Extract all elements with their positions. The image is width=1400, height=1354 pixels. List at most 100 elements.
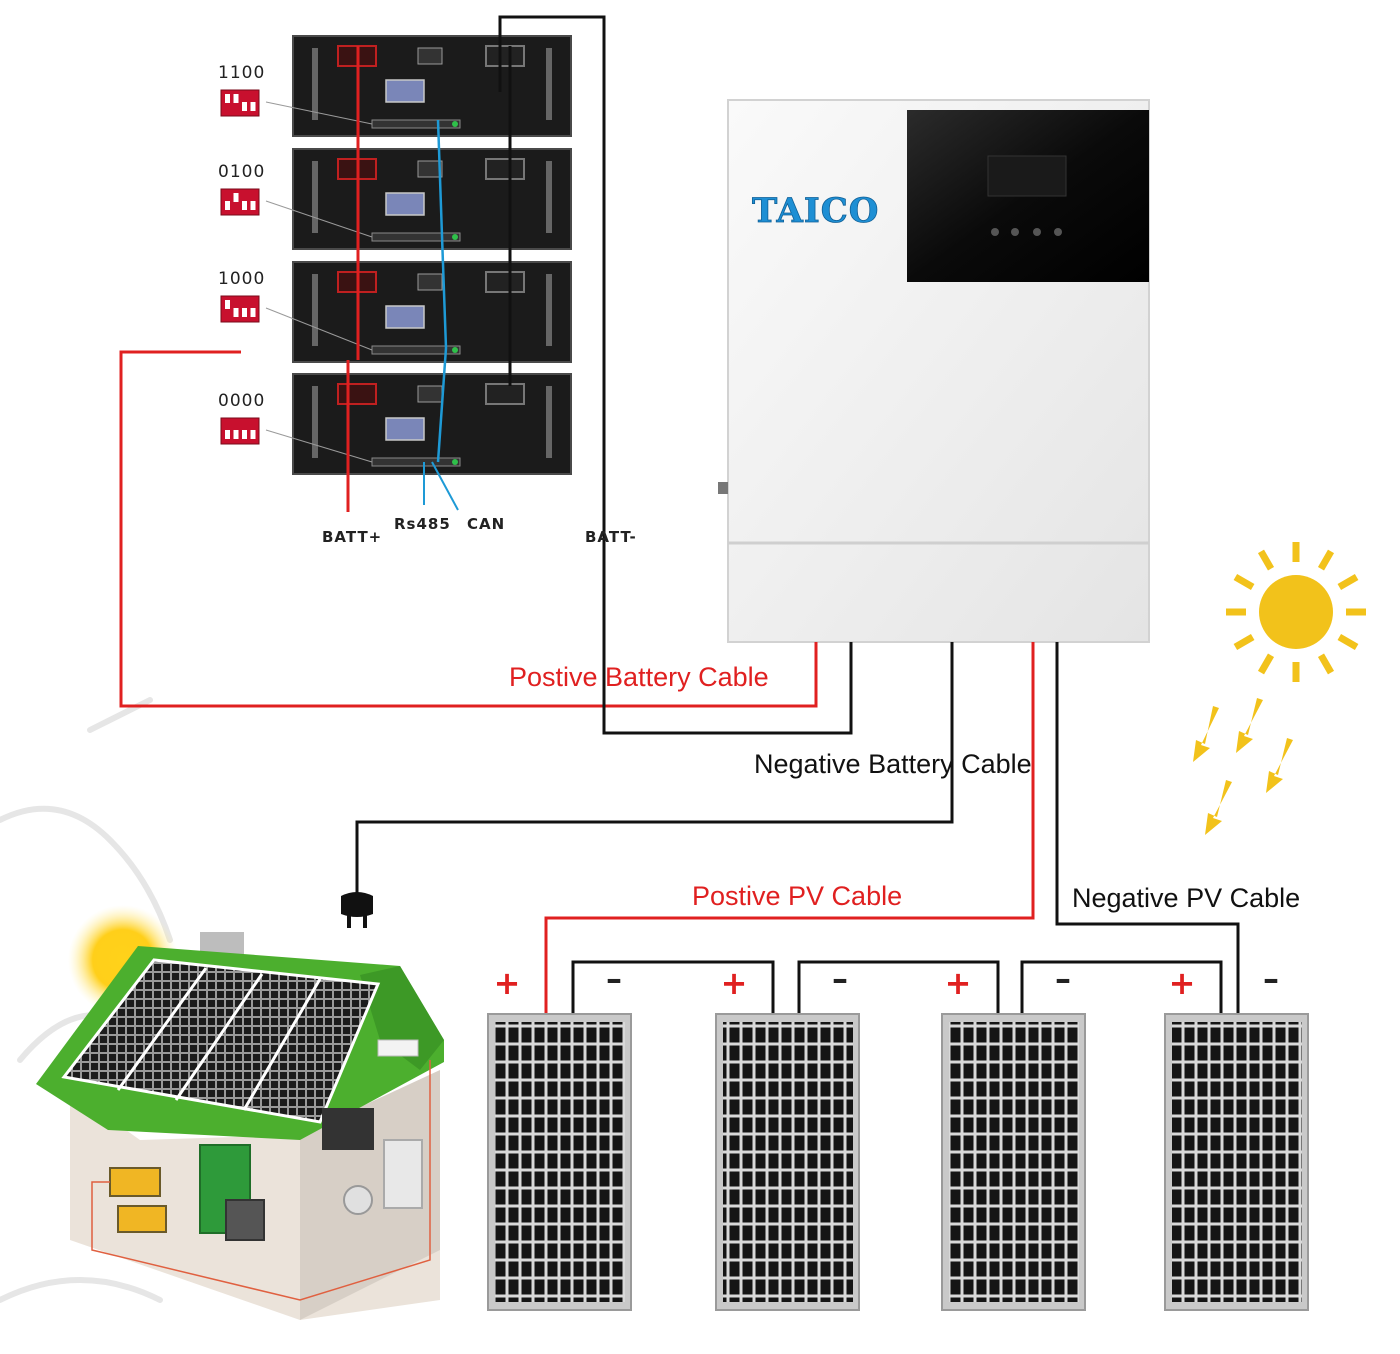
sun-icon: [1226, 542, 1366, 682]
pv-jumper-2: [797, 960, 1000, 1016]
battery-port-strip: [371, 119, 461, 129]
pv-plus-sign: +: [494, 964, 521, 1002]
battery-handle-right: [546, 48, 552, 120]
solar-panel-2: [715, 1013, 860, 1311]
battery-module-2: 0100: [218, 148, 572, 250]
battery-module-4: 0000: [218, 373, 572, 475]
battery-port-strip: [371, 457, 461, 467]
sunlight-arrows-icon: [1193, 698, 1293, 835]
label-batt-plus: BATT+: [322, 528, 382, 546]
battery-module-1: 1100: [218, 35, 572, 137]
pv-jumper-3: [1020, 960, 1223, 1016]
house-controller: [225, 1199, 265, 1241]
label-rs485: Rs485: [394, 515, 451, 533]
battery-status-led: [452, 121, 458, 127]
pv-jumper-1: [571, 960, 775, 1016]
battery-handle-left: [312, 386, 318, 458]
inverter-brand: TAICO: [752, 191, 879, 231]
pv-plus-sign: +: [945, 964, 972, 1002]
inverter-lcd: [987, 155, 1067, 197]
battery-status-led: [452, 459, 458, 465]
dip-leader-line: [265, 307, 373, 351]
battery-status-led: [452, 347, 458, 353]
stack-comm-tails: [423, 461, 459, 511]
positive-pv-cable: [544, 642, 1035, 1016]
battery-handle-right: [546, 274, 552, 346]
cables: [119, 15, 1240, 1016]
dip-leader-line: [265, 101, 373, 125]
battery-lcd: [385, 192, 425, 216]
battery-handle-left: [312, 48, 318, 120]
battery-handle-left: [312, 161, 318, 233]
battery-status-led: [452, 234, 458, 240]
inverter-buttons: [991, 228, 1062, 236]
solar-panel-4: [1164, 1013, 1309, 1311]
battery-module-3: 1000: [218, 261, 572, 363]
solar-panel-cells: [723, 1022, 853, 1302]
battery-logo: [417, 385, 443, 403]
sun-ray: [1337, 573, 1359, 591]
pv-plus-sign: +: [721, 964, 748, 1002]
pv-minus-sign: –: [832, 960, 848, 998]
stack-comm-link: [436, 119, 448, 463]
battery-negative-terminal: [485, 45, 525, 67]
house-wiring: [91, 1060, 431, 1301]
battery-handle-right: [546, 386, 552, 458]
battery-logo: [417, 273, 443, 291]
pv-minus-sign: –: [606, 960, 622, 998]
battery-logo: [417, 47, 443, 65]
label-negative-pv-cable: Negative PV Cable: [1072, 883, 1300, 913]
label-positive-battery-cable: Postive Battery Cable: [509, 662, 769, 692]
solar-panel-cells: [495, 1022, 625, 1302]
pv-plus-sign: +: [1169, 964, 1196, 1002]
battery-lcd: [385, 79, 425, 103]
positive-battery-cable: [119, 350, 818, 708]
house-battery-2: [117, 1205, 167, 1233]
sun-ray: [1257, 653, 1275, 675]
battery-logo: [417, 160, 443, 178]
sun-ray: [1317, 549, 1335, 571]
house-fridge: [383, 1139, 423, 1209]
label-positive-pv-cable: Postive PV Cable: [692, 881, 902, 911]
sun-ray: [1257, 549, 1275, 571]
sun-ray: [1233, 633, 1255, 651]
dip-code-label: 1000: [218, 269, 265, 289]
house-ac-unit: [377, 1039, 419, 1057]
ac-plug-icon: [341, 892, 373, 928]
house-battery-1: [109, 1167, 161, 1197]
pv-minus-sign: –: [1055, 960, 1071, 998]
house-tv: [322, 1108, 374, 1150]
solar-panel-1: [487, 1013, 632, 1311]
solar-panel-cells: [949, 1022, 1079, 1302]
roof-solar-panels: [61, 958, 381, 1124]
battery-handle-right: [546, 161, 552, 233]
ac-output-cable: [355, 642, 954, 896]
negative-battery-cable: [498, 15, 853, 735]
dip-code-label: 1100: [218, 63, 265, 83]
sun-ray: [1233, 573, 1255, 591]
inverter: TAICO: [718, 99, 1150, 643]
inverter-side-switch: [718, 482, 728, 494]
solar-panel-3: [941, 1013, 1086, 1311]
dip-leader-line: [265, 200, 373, 238]
battery-negative-terminal: [485, 383, 525, 405]
battery-lcd: [385, 305, 425, 329]
house-illustration: [36, 905, 444, 1320]
battery-handle-left: [312, 274, 318, 346]
cable-labels: Postive Battery Cable Negative Battery C…: [509, 662, 1300, 913]
label-can: CAN: [467, 515, 505, 533]
house-fan: [343, 1185, 373, 1215]
dip-code-label: 0000: [218, 391, 265, 411]
pv-array: + – + – + – + –: [487, 960, 1309, 1311]
pv-minus-sign: –: [1263, 960, 1279, 998]
battery-positive-terminal: [337, 383, 377, 405]
negative-pv-cable: [1055, 642, 1240, 1016]
label-batt-minus: BATT-: [585, 528, 637, 546]
label-negative-battery-cable: Negative Battery Cable: [754, 749, 1032, 779]
port-labels: BATT+ Rs485 CAN BATT-: [322, 515, 637, 546]
battery-stack: 1100 0100 1000 0000: [218, 35, 572, 512]
dip-leader-line: [265, 429, 373, 463]
dip-code-label: 0100: [218, 162, 265, 182]
